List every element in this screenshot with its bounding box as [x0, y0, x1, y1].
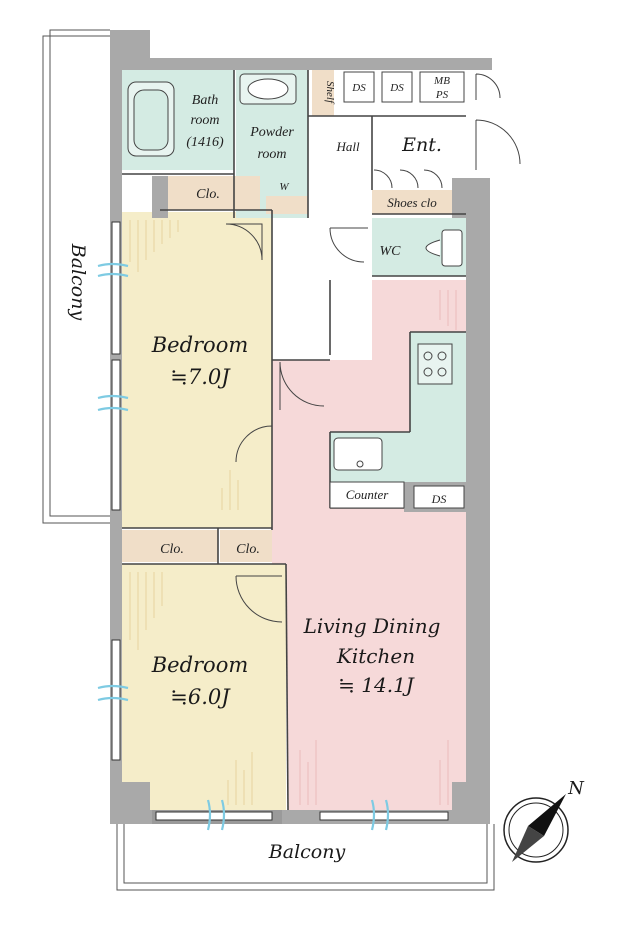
- wash-basin: [239, 73, 297, 105]
- powder-room-label-2: room: [257, 147, 286, 162]
- interior-walls: [122, 70, 466, 811]
- balcony-bottom-label: Balcony: [268, 841, 346, 863]
- shoes-closet-label: Shoes clo: [387, 195, 437, 210]
- bathtub: [127, 81, 175, 157]
- ps-label: PS: [435, 89, 449, 101]
- closet-top-floor: [160, 176, 260, 210]
- closet-mid-2-floor: [220, 530, 272, 562]
- balcony-bottom-outline: [116, 824, 495, 891]
- windows: [111, 221, 449, 821]
- bedroom-2-floor: [122, 564, 286, 810]
- shelf-label: Shelf: [324, 81, 336, 105]
- toilet: [425, 229, 463, 267]
- bedroom-2-name: Bedroom: [151, 653, 249, 677]
- ventilation-arrows: [97, 262, 390, 831]
- compass: N: [503, 778, 585, 863]
- counter-label: Counter: [346, 487, 390, 502]
- closet-top-label: Clo.: [196, 187, 220, 202]
- ds-top-2-label: DS: [389, 82, 404, 94]
- door-swings: [225, 73, 521, 623]
- bathroom-label-2: room: [190, 113, 219, 128]
- utility-boxes: [343, 71, 465, 509]
- bedroom-2-size: ≒6.0J: [170, 685, 231, 709]
- w-label: W: [279, 181, 289, 193]
- bedroom-1-size: ≒7.0J: [170, 365, 231, 389]
- ldk-shade: [299, 290, 457, 805]
- counter-box: [329, 481, 405, 509]
- shelf-floor: [312, 70, 334, 116]
- stove: [417, 343, 453, 385]
- closet-mid-2-label: Clo.: [236, 542, 260, 557]
- kitchen-sink: [333, 437, 383, 471]
- powder-room-label-1: Powder: [249, 125, 294, 140]
- wc-label: WC: [380, 244, 402, 259]
- entrance-label: Ent.: [401, 134, 442, 156]
- w-box-floor: [266, 196, 308, 214]
- compass-needle-icon: [528, 794, 566, 836]
- balcony-side-label: Balcony: [67, 243, 89, 321]
- mb-label: MB: [433, 75, 450, 87]
- ldk-size: ≒ 14.1J: [338, 673, 415, 697]
- ldk-floor: [272, 280, 466, 810]
- ds-top-1-label: DS: [351, 82, 366, 94]
- bedroom-1-name: Bedroom: [151, 333, 249, 357]
- closet-mid-1-floor: [122, 530, 218, 562]
- bedroom-2-shade: [129, 572, 253, 805]
- compass-ring-outer: [503, 797, 569, 863]
- closet-mid-1-label: Clo.: [160, 542, 184, 557]
- compass-ring-inner: [508, 802, 564, 858]
- balcony-side-outline: [42, 29, 110, 524]
- bathroom-label-3: (1416): [186, 135, 224, 150]
- ds-kitchen-label: DS: [431, 492, 447, 506]
- ldk-label-1: Living Dining: [303, 614, 441, 638]
- bedroom-1-floor: [122, 212, 272, 528]
- hall-label: Hall: [335, 139, 360, 154]
- shoes-closet-floor: [372, 190, 452, 214]
- compass-needle-tail-icon: [512, 826, 544, 862]
- bedroom-1-shade: [129, 220, 239, 510]
- bathroom-label-1: Bath: [192, 93, 218, 108]
- compass-north-label: N: [567, 778, 585, 799]
- ldk-label-2: Kitchen: [336, 644, 415, 668]
